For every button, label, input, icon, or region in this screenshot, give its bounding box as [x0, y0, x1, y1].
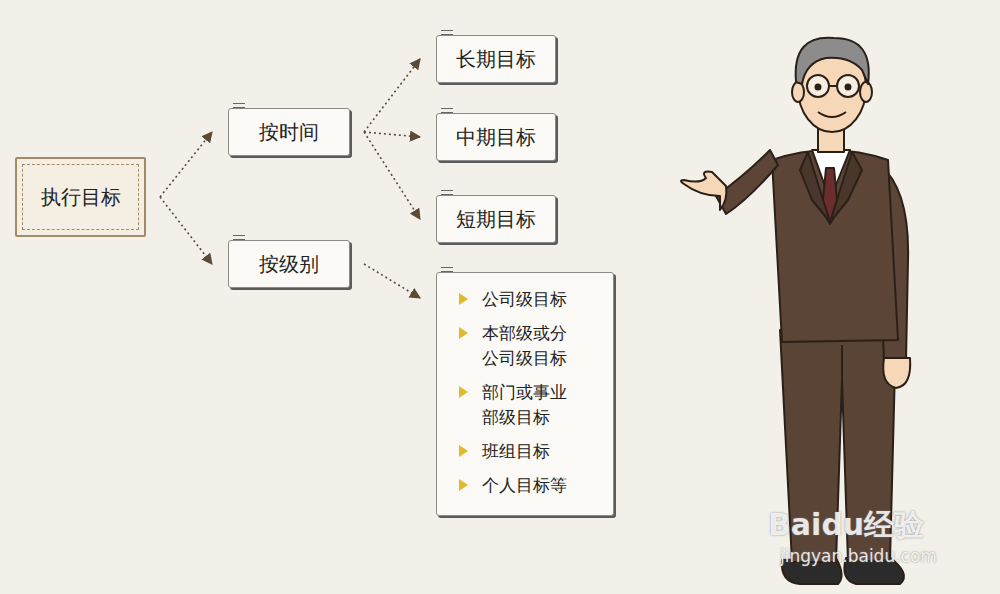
watermark-url: jingyan.baidu.com — [780, 546, 937, 566]
bullet-triangle — [459, 327, 468, 339]
dotted-arrow — [364, 59, 420, 132]
term-box: 长期目标 — [436, 35, 556, 83]
category-box: 按时间 — [228, 108, 350, 156]
list-text: 公司级目标 — [482, 287, 577, 312]
term-box: 短期目标 — [436, 195, 556, 243]
list-text: 部门或事业 部级目标 — [482, 380, 577, 430]
list-item: 班组目标 — [459, 439, 577, 464]
list-item: 个人目标等 — [459, 473, 577, 498]
list-text: 本部级或分 公司级目标 — [482, 321, 577, 371]
box-label: 按级别 — [259, 252, 319, 276]
dotted-arrow — [160, 197, 212, 264]
bullet-triangle — [459, 293, 468, 305]
bullet-triangle — [459, 386, 468, 398]
level-list-box: 公司级目标本部级或分 公司级目标部门或事业 部级目标班组目标个人目标等 — [436, 272, 614, 516]
term-box: 中期目标 — [436, 113, 556, 161]
box-label: 短期目标 — [456, 207, 536, 231]
box-label: 长期目标 — [456, 47, 536, 71]
list-text: 班组目标 — [482, 439, 577, 464]
list-text: 个人目标等 — [482, 473, 577, 498]
watermark: Baidu经验 — [768, 505, 924, 546]
dotted-arrow — [364, 132, 420, 219]
bullet-triangle — [459, 479, 468, 491]
bullet-triangle — [459, 445, 468, 457]
list-item: 本部级或分 公司级目标 — [459, 321, 577, 371]
dotted-arrow — [364, 132, 420, 137]
list-item: 部门或事业 部级目标 — [459, 380, 577, 430]
box-label: 中期目标 — [456, 125, 536, 149]
box-label: 执行目标 — [41, 185, 121, 209]
dotted-arrow — [160, 132, 212, 197]
category-box: 按级别 — [228, 240, 350, 288]
box-label: 按时间 — [259, 120, 319, 144]
dotted-arrow — [364, 264, 420, 298]
list-item: 公司级目标 — [459, 287, 577, 312]
goal-root-box: 执行目标 — [15, 157, 146, 237]
